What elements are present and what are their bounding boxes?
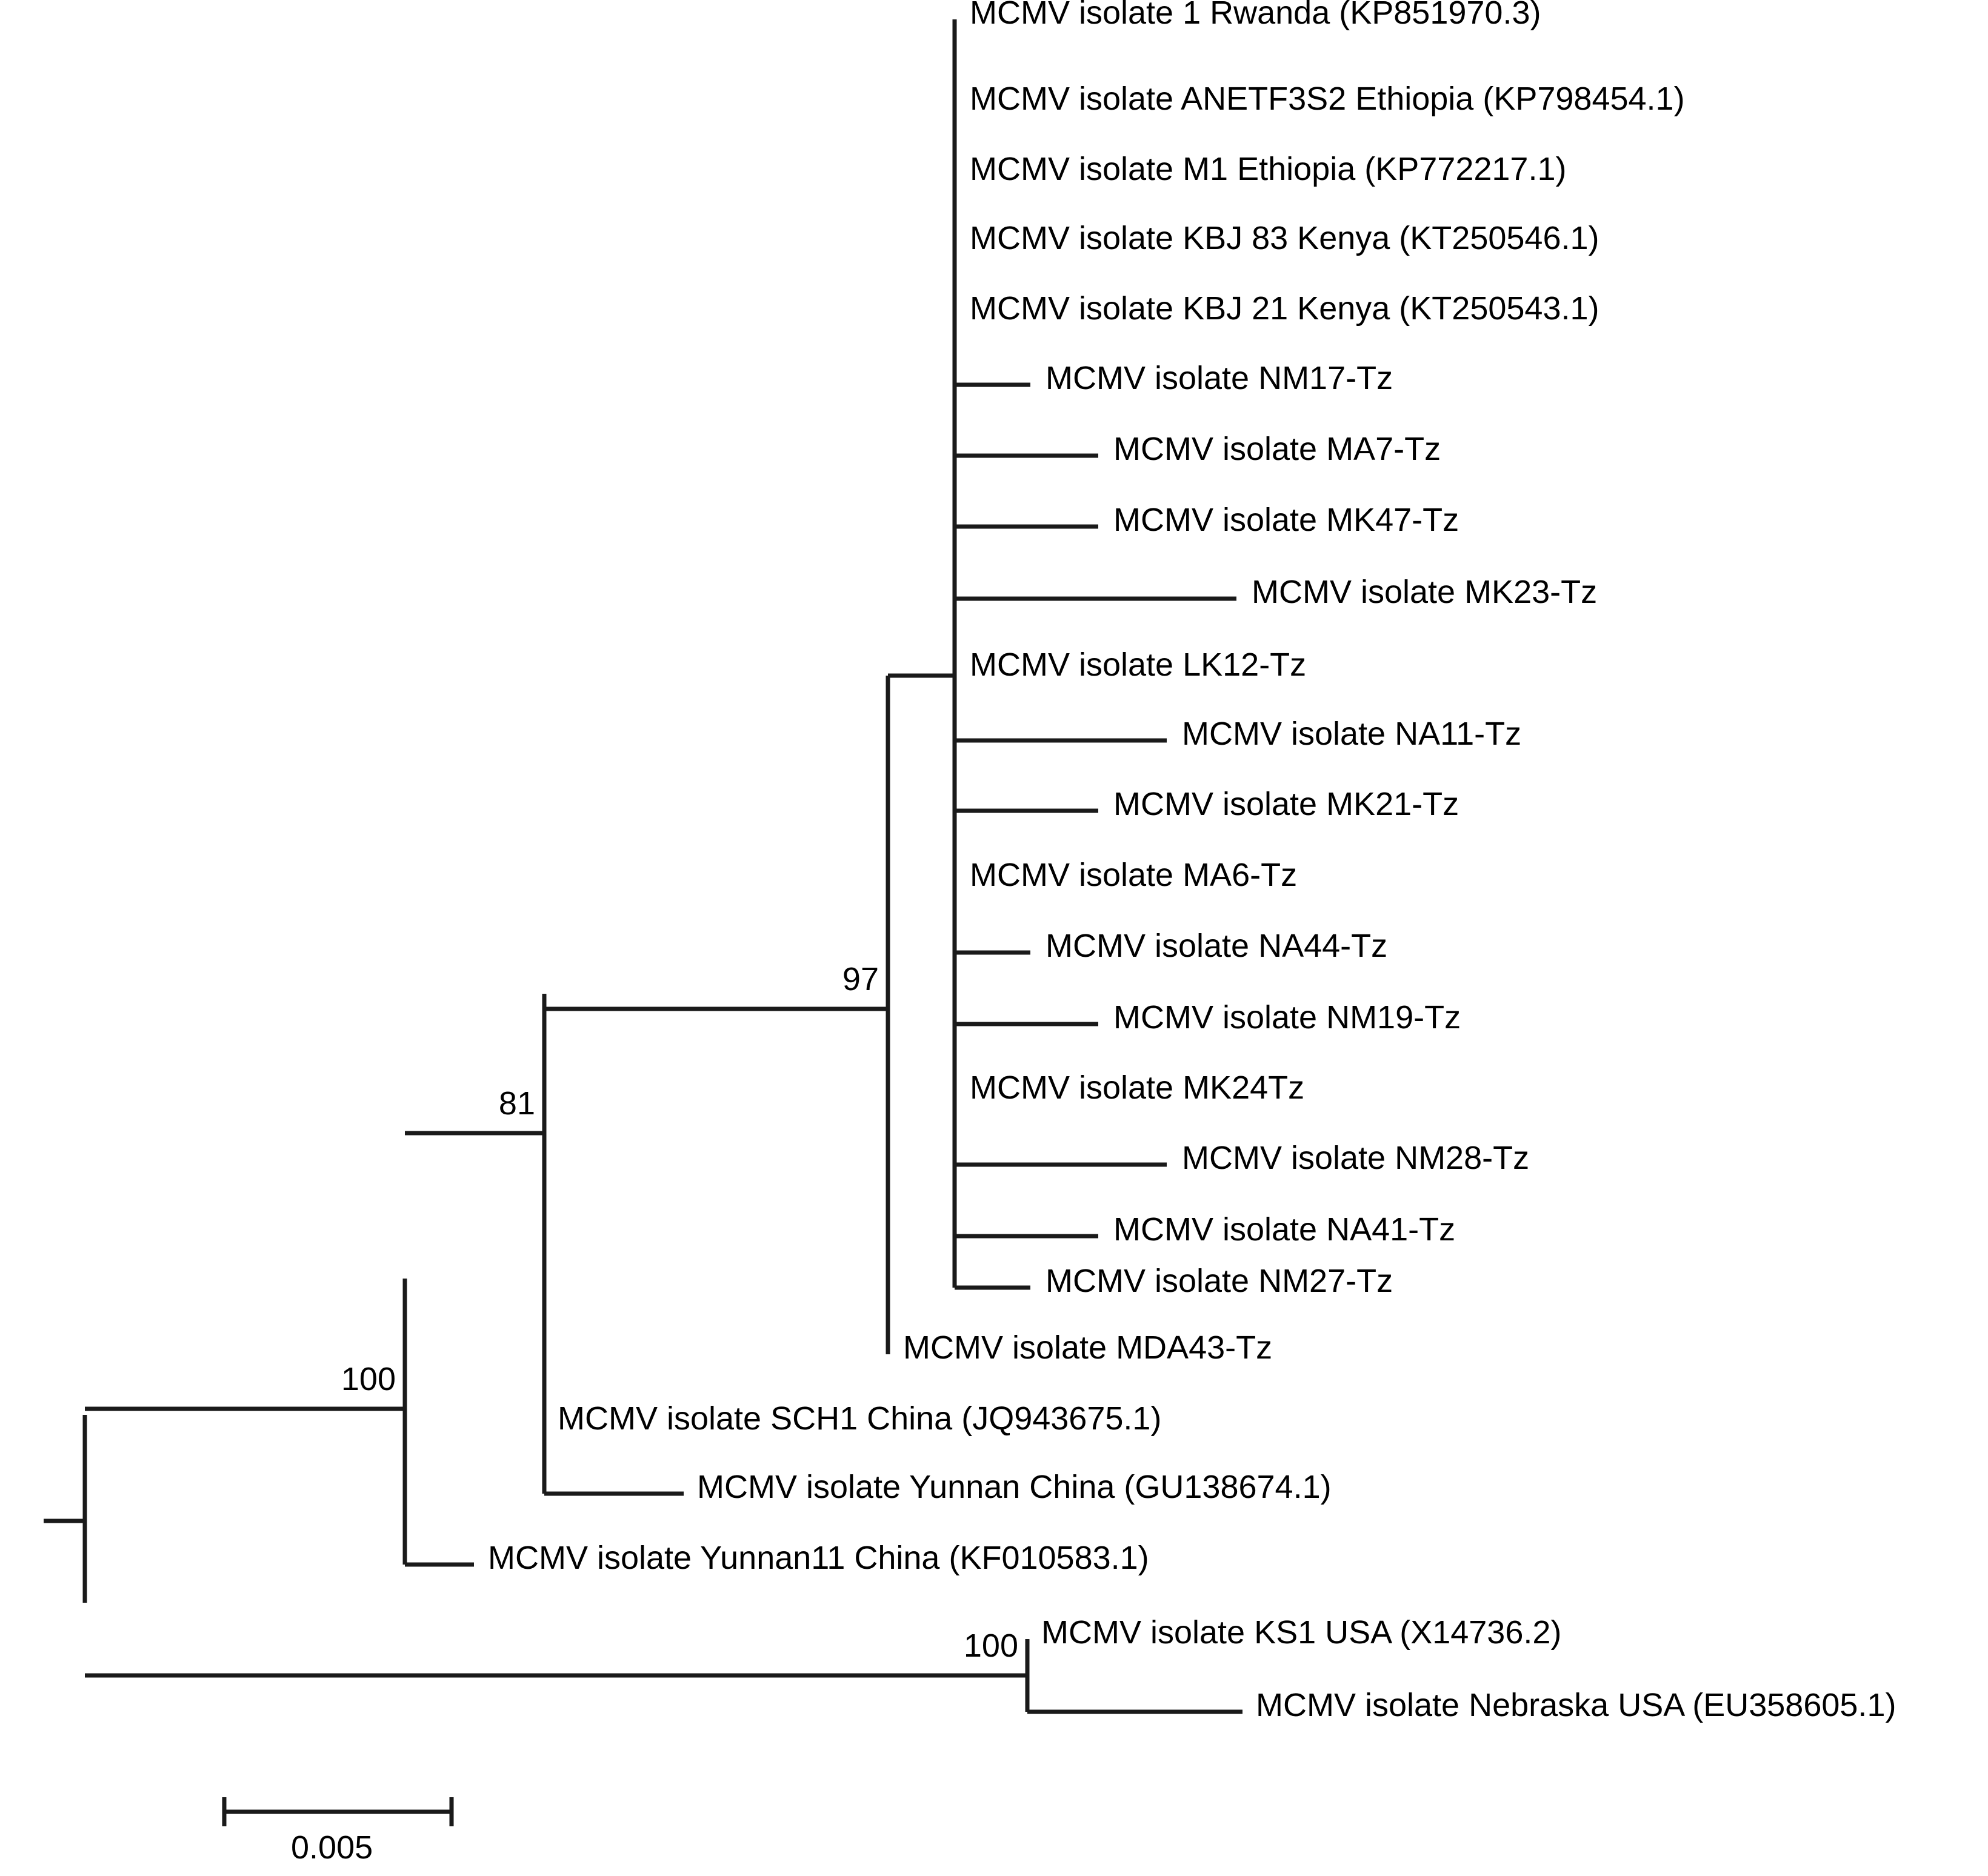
tip-label: MCMV isolate KBJ 83 Kenya (KT250546.1): [970, 220, 1599, 256]
tip-label: MCMV isolate MDA43-Tz: [903, 1329, 1273, 1366]
tip-label: MCMV isolate NA41-Tz: [1113, 1211, 1456, 1248]
tip-label: MCMV isolate LK12-Tz: [970, 647, 1307, 683]
tip-label: MCMV isolate NM28-Tz: [1182, 1140, 1530, 1176]
tip-label: MCMV isolate Yunnan11 China (KF010583.1): [488, 1540, 1149, 1576]
bootstrap-value: 100: [341, 1361, 396, 1397]
tip-label: MCMV isolate KS1 USA (X14736.2): [1041, 1614, 1562, 1651]
tip-label: MCMV isolate MA7-Tz: [1113, 431, 1441, 467]
tip-label: MCMV isolate NM19-Tz: [1113, 999, 1461, 1036]
tip-label: MCMV isolate NA44-Tz: [1046, 928, 1388, 964]
tip-label: MCMV isolate NA11-Tz: [1182, 716, 1522, 752]
tip-label: MCMV isolate ANETF3S2 Ethiopia (KP798454…: [970, 81, 1685, 117]
tip-label: MCMV isolate MK23-Tz: [1252, 574, 1598, 610]
tip-label: MCMV isolate NM27-Tz: [1046, 1263, 1393, 1299]
tip-label: MCMV isolate SCH1 China (JQ943675.1): [558, 1400, 1162, 1437]
tip-label: MCMV isolate 1 Rwanda (KP851970.3): [970, 0, 1541, 31]
bootstrap-value: 97: [842, 961, 879, 997]
bootstrap-value: 100: [963, 1628, 1018, 1664]
tip-label: MCMV isolate MA6-Tz: [970, 857, 1298, 893]
tip-label: MCMV isolate MK21-Tz: [1113, 786, 1459, 822]
tip-label: MCMV isolate KBJ 21 Kenya (KT250543.1): [970, 290, 1599, 327]
tip-label: MCMV isolate NM17-Tz: [1046, 360, 1393, 396]
tip-label: MCMV isolate M1 Ethiopia (KP772217.1): [970, 151, 1567, 187]
scale-bar-label: 0.005: [291, 1829, 373, 1866]
tip-label: MCMV isolate MK24Tz: [970, 1069, 1305, 1106]
tip-label: MCMV isolate Nebraska USA (EU358605.1): [1256, 1687, 1896, 1723]
bootstrap-value: 81: [498, 1085, 535, 1122]
tip-label: MCMV isolate Yunnan China (GU138674.1): [697, 1469, 1332, 1505]
tip-label: MCMV isolate MK47-Tz: [1113, 502, 1459, 538]
